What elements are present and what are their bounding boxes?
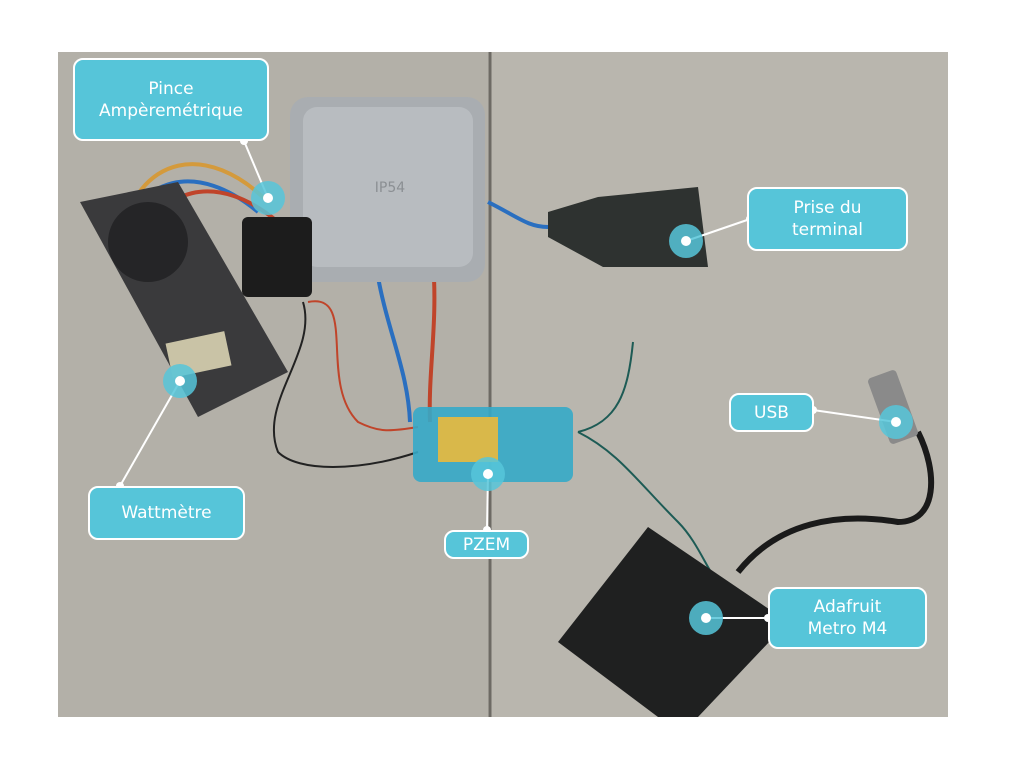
current-clamp [242, 217, 312, 297]
label-pzem: PZEM [444, 530, 529, 559]
label-text: Adafruit [813, 597, 882, 617]
label-text: Pince [148, 78, 194, 99]
label-usb: USB [729, 393, 814, 432]
junction-box: IP54 [290, 97, 485, 282]
label-text: Ampèremétrique [99, 100, 243, 121]
power-plug [548, 187, 708, 267]
label-text: USB [754, 402, 789, 423]
label-text: Wattmètre [121, 503, 212, 523]
photo-setup: IP54 [58, 52, 948, 717]
label-text: terminal [791, 220, 863, 240]
label-text: Prise du [793, 198, 862, 218]
label-text: Metro M4 [807, 619, 888, 639]
metro-m4-board [558, 527, 788, 717]
label-text: PZEM [462, 534, 511, 555]
box-marking: IP54 [375, 180, 405, 196]
label-wattmeter: Wattmètre [88, 486, 245, 540]
